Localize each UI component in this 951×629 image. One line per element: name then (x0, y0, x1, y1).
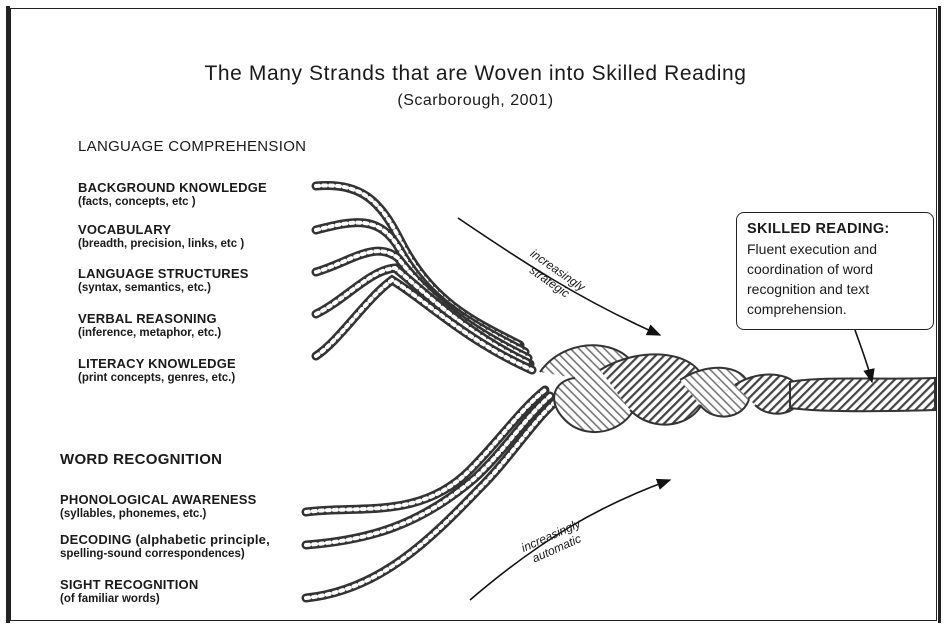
strand-name: PHONOLOGICAL AWARENESS (60, 492, 257, 507)
strand-name: LITERACY KNOWLEDGE (78, 356, 236, 371)
figure-title: The Many Strands that are Woven into Ski… (0, 62, 951, 86)
strand-desc: (print concepts, genres, etc.) (78, 371, 236, 385)
language-comprehension-heading: LANGUAGE COMPREHENSION (78, 138, 306, 155)
skilled-reading-heading: SKILLED READING: (747, 221, 923, 237)
word-strands (306, 390, 555, 598)
strand-label-background-knowledge: BACKGROUND KNOWLEDGE (facts, concepts, e… (78, 180, 267, 209)
strand-desc: (inference, metaphor, etc.) (78, 326, 221, 340)
strand-name: VERBAL REASONING (78, 311, 221, 326)
strand-label-phonological-awareness: PHONOLOGICAL AWARENESS (syllables, phone… (60, 492, 257, 521)
strand-desc: (of familiar words) (60, 592, 198, 606)
skilled-reading-box: SKILLED READING: Fluent execution and co… (736, 212, 934, 330)
strand-desc: (syntax, semantics, etc.) (78, 281, 249, 295)
strand-desc: (syllables, phonemes, etc.) (60, 507, 257, 521)
strand-name: BACKGROUND KNOWLEDGE (78, 180, 267, 195)
strand-label-vocabulary: VOCABULARY (breadth, precision, links, e… (78, 222, 244, 251)
strand-name: VOCABULARY (78, 222, 244, 237)
skilled-reading-pointer (855, 330, 872, 382)
word-recognition-heading: WORD RECOGNITION (60, 451, 222, 468)
skilled-reading-line: recognition and text (747, 279, 923, 299)
strand-name: LANGUAGE STRUCTURES (78, 266, 249, 281)
skilled-reading-rope (540, 345, 935, 432)
language-strands (316, 185, 532, 370)
strand-label-sight-recognition: SIGHT RECOGNITION (of familiar words) (60, 577, 198, 606)
strand-desc: (breadth, precision, links, etc ) (78, 237, 244, 251)
strand-label-language-structures: LANGUAGE STRUCTURES (syntax, semantics, … (78, 266, 249, 295)
strand-name: DECODING (alphabetic principle, (60, 532, 270, 547)
skilled-reading-line: coordination of word (747, 259, 923, 279)
strand-label-decoding: DECODING (alphabetic principle, spelling… (60, 532, 270, 561)
strand-desc: (facts, concepts, etc ) (78, 195, 267, 209)
skilled-reading-line: Fluent execution and (747, 239, 923, 259)
strand-desc: spelling-sound correspondences) (60, 547, 270, 561)
figure-subtitle: (Scarborough, 2001) (0, 92, 951, 110)
strand-name: SIGHT RECOGNITION (60, 577, 198, 592)
strand-label-verbal-reasoning: VERBAL REASONING (inference, metaphor, e… (78, 311, 221, 340)
rope-body (790, 378, 935, 411)
strand-label-literacy-knowledge: LITERACY KNOWLEDGE (print concepts, genr… (78, 356, 236, 385)
skilled-reading-line: comprehension. (747, 299, 923, 319)
